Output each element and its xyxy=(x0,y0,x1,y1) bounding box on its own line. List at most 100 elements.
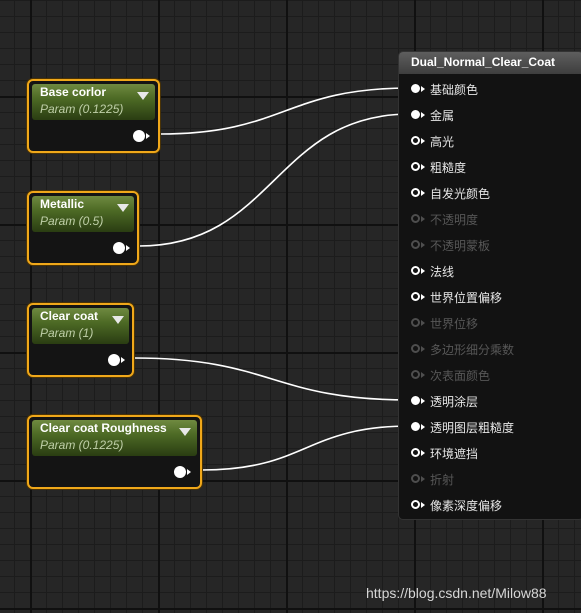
material-input-pin-label: 透明图层粗糙度 xyxy=(430,421,515,435)
material-input-pin[interactable]: 环境遮挡 xyxy=(399,441,579,467)
material-output-node[interactable]: Dual_Normal_Clear_Coat 基础颜色金属高光粗糙度自发光颜色不… xyxy=(398,51,581,520)
input-pin-arrow-icon xyxy=(421,190,425,196)
input-pin-circle-icon xyxy=(411,214,420,223)
input-pin-arrow-icon xyxy=(421,242,425,248)
material-input-pin[interactable]: 透明图层粗糙度 xyxy=(399,415,579,441)
output-pin-arrow-icon xyxy=(126,245,130,251)
material-input-pin: 不透明蒙板 xyxy=(399,233,579,259)
input-pin-circle-icon[interactable] xyxy=(411,292,420,301)
material-input-pin[interactable]: 世界位置偏移 xyxy=(399,285,579,311)
input-pin-circle-icon xyxy=(411,240,420,249)
input-pin-arrow-icon xyxy=(421,138,425,144)
dropdown-triangle-icon[interactable] xyxy=(112,316,124,324)
material-input-pin-label: 不透明度 xyxy=(430,213,479,227)
input-pin-arrow-icon xyxy=(421,398,425,404)
input-pin-circle-icon[interactable] xyxy=(411,396,420,405)
material-input-pin-label: 高光 xyxy=(430,135,455,149)
connection-wire[interactable] xyxy=(138,113,411,247)
output-pin-arrow-icon xyxy=(187,469,191,475)
material-node-header[interactable] xyxy=(399,52,581,74)
connection-wire[interactable] xyxy=(133,357,411,401)
material-input-pin[interactable]: 高光 xyxy=(399,129,579,155)
param-node-title: Metallic xyxy=(40,197,85,211)
material-input-pin[interactable]: 法线 xyxy=(399,259,579,285)
input-pin-circle-icon[interactable] xyxy=(411,110,420,119)
input-pin-circle-icon[interactable] xyxy=(411,422,420,431)
material-input-pin[interactable]: 透明涂层 xyxy=(399,389,579,415)
material-input-pin-label: 环境遮挡 xyxy=(430,447,479,461)
material-input-pin: 世界位移 xyxy=(399,311,579,337)
output-pin-arrow-icon xyxy=(121,357,125,363)
input-pin-circle-icon[interactable] xyxy=(411,188,420,197)
input-pin-arrow-icon xyxy=(421,294,425,300)
param-node-header[interactable] xyxy=(32,196,134,232)
param-node-header[interactable] xyxy=(32,308,129,344)
output-pin-circle-icon[interactable] xyxy=(113,242,125,254)
param-node-subtitle: Param (0.1225) xyxy=(40,102,124,116)
input-pin-arrow-icon xyxy=(421,502,425,508)
input-pin-arrow-icon xyxy=(421,320,425,326)
material-input-pin-label: 粗糙度 xyxy=(430,161,467,175)
param-node-title: Clear coat xyxy=(40,309,99,323)
param-node-subtitle: Param (0.1225) xyxy=(40,438,124,452)
input-pin-circle-icon[interactable] xyxy=(411,500,420,509)
input-pin-arrow-icon xyxy=(421,112,425,118)
input-pin-circle-icon xyxy=(411,370,420,379)
input-pin-arrow-icon xyxy=(421,86,425,92)
input-pin-arrow-icon xyxy=(421,346,425,352)
material-input-pin-label: 透明涂层 xyxy=(430,395,479,409)
material-input-pin-label: 金属 xyxy=(430,109,455,123)
input-pin-circle-icon[interactable] xyxy=(411,448,420,457)
dropdown-triangle-icon[interactable] xyxy=(179,428,191,436)
connection-wire[interactable] xyxy=(201,425,411,471)
param-node-subtitle: Param (0.5) xyxy=(40,214,104,228)
output-pin-circle-icon[interactable] xyxy=(108,354,120,366)
material-node-title: Dual_Normal_Clear_Coat xyxy=(411,55,556,69)
material-input-pin[interactable]: 粗糙度 xyxy=(399,155,579,181)
input-pin-circle-icon xyxy=(411,344,420,353)
param-node-metallic[interactable]: Metallic Param (0.5) xyxy=(27,191,139,265)
output-pin-arrow-icon xyxy=(146,133,150,139)
input-pin-arrow-icon xyxy=(421,450,425,456)
material-input-pin: 不透明度 xyxy=(399,207,579,233)
param-node-subtitle: Param (1) xyxy=(40,326,94,340)
material-input-pin-label: 法线 xyxy=(430,265,455,279)
material-input-pin: 多边形细分乘数 xyxy=(399,337,579,363)
material-input-pin-label: 像素深度偏移 xyxy=(430,499,503,513)
param-node-title: Base corlor xyxy=(40,85,107,99)
material-input-pin-label: 世界位置偏移 xyxy=(430,291,503,305)
material-input-pin[interactable]: 自发光颜色 xyxy=(399,181,579,207)
connection-wire[interactable] xyxy=(159,87,411,135)
input-pin-arrow-icon xyxy=(421,268,425,274)
material-input-pin[interactable]: 金属 xyxy=(399,103,579,129)
material-input-pin-label: 多边形细分乘数 xyxy=(430,343,515,357)
material-input-pin[interactable]: 基础颜色 xyxy=(399,77,579,103)
param-node-title: Clear coat Roughness xyxy=(40,421,167,435)
material-input-pin-label: 基础颜色 xyxy=(430,83,479,97)
output-pin-circle-icon[interactable] xyxy=(133,130,145,142)
material-input-pin-label: 次表面颜色 xyxy=(430,369,491,383)
input-pin-circle-icon xyxy=(411,318,420,327)
material-input-pin[interactable]: 像素深度偏移 xyxy=(399,493,579,519)
param-node-header[interactable] xyxy=(32,84,155,120)
material-input-pin: 折射 xyxy=(399,467,579,493)
input-pin-circle-icon[interactable] xyxy=(411,162,420,171)
input-pin-arrow-icon xyxy=(421,476,425,482)
input-pin-circle-icon[interactable] xyxy=(411,266,420,275)
watermark: https://blog.csdn.net/Milow88 xyxy=(366,585,547,601)
input-pin-arrow-icon xyxy=(421,216,425,222)
param-node-clear-coat-roughness[interactable]: Clear coat Roughness Param (0.1225) xyxy=(27,415,202,489)
dropdown-triangle-icon[interactable] xyxy=(117,204,129,212)
dropdown-triangle-icon[interactable] xyxy=(137,92,149,100)
input-pin-arrow-icon xyxy=(421,372,425,378)
input-pin-circle-icon[interactable] xyxy=(411,84,420,93)
material-input-pin-label: 世界位移 xyxy=(430,317,479,331)
input-pin-arrow-icon xyxy=(421,164,425,170)
material-input-pin: 次表面颜色 xyxy=(399,363,579,389)
param-node-base-color[interactable]: Base corlor Param (0.1225) xyxy=(27,79,160,153)
material-input-pin-label: 自发光颜色 xyxy=(430,187,491,201)
param-node-header[interactable] xyxy=(32,420,197,456)
output-pin-circle-icon[interactable] xyxy=(174,466,186,478)
param-node-clear-coat[interactable]: Clear coat Param (1) xyxy=(27,303,134,377)
input-pin-circle-icon[interactable] xyxy=(411,136,420,145)
